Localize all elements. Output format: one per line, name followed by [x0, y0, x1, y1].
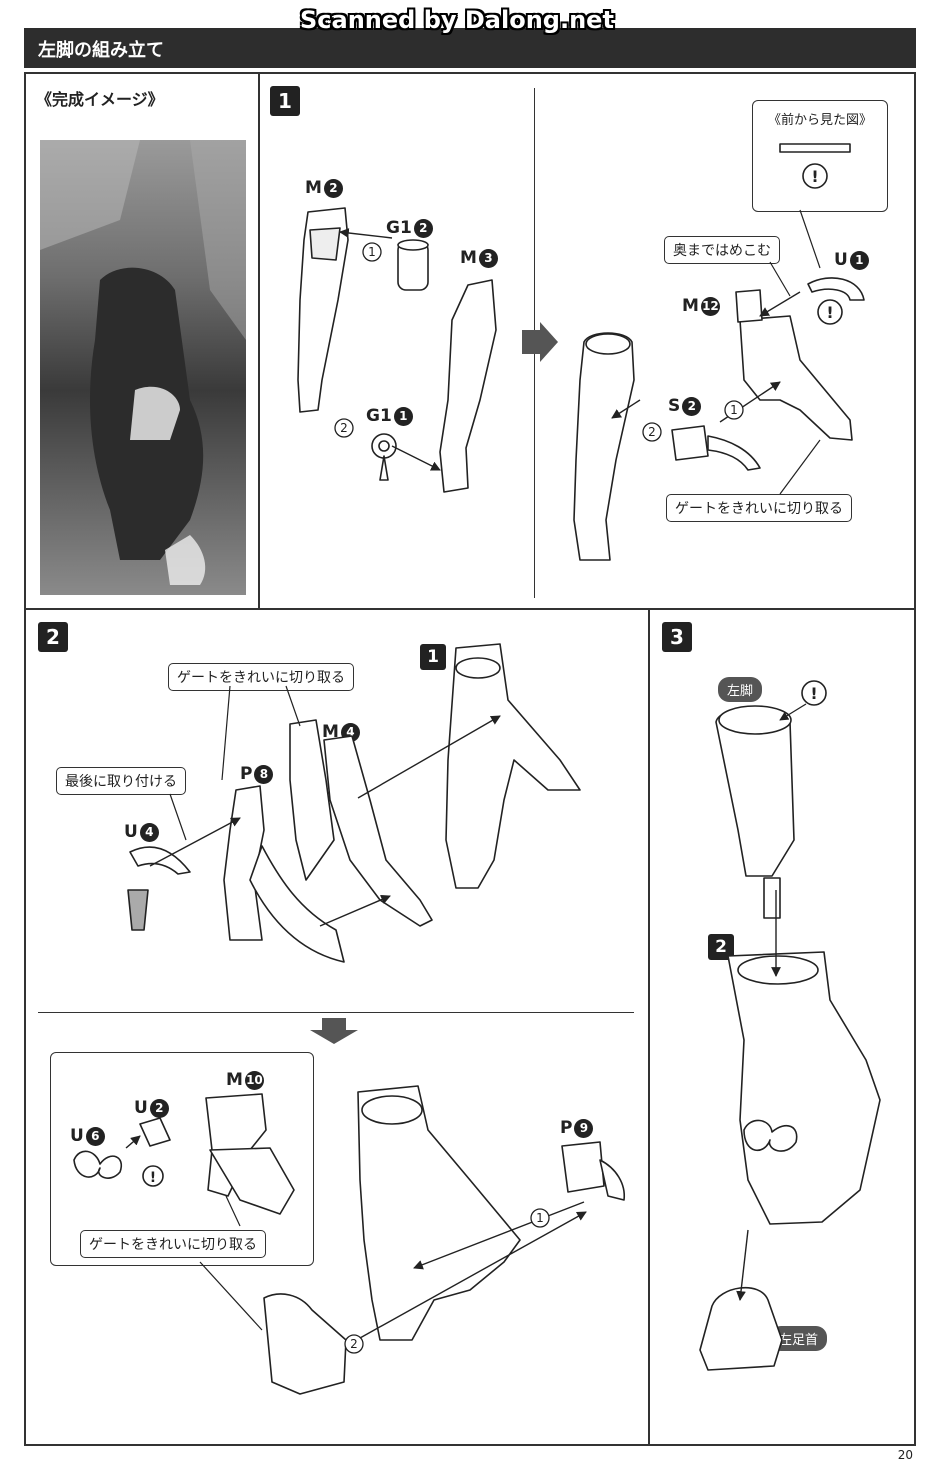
step3-panel [648, 608, 916, 1446]
scan-watermark: Scanned by Dalong.net [300, 6, 614, 34]
callout-cut-gate-3: ゲートをきれいに切り取る [80, 1230, 266, 1258]
step2-divider [38, 1012, 634, 1013]
step2-ref-step: 1 [420, 644, 446, 670]
callout-cut-gate-2: ゲートをきれいに切り取る [168, 663, 354, 691]
step1-divider [534, 88, 535, 598]
step3-number: 3 [662, 622, 692, 652]
left-leg-label: 左脚 [718, 677, 763, 702]
step2-number: 2 [38, 622, 68, 652]
leg-photo-icon [40, 140, 246, 585]
page-header: 左脚の組み立て [24, 28, 916, 68]
page-title: 左脚の組み立て [38, 40, 164, 61]
callout-push-in: 奥まではめこむ [664, 236, 780, 264]
preview-label: 《完成イメージ》 [36, 90, 164, 109]
sub-assembly-box [50, 1052, 314, 1266]
front-view-label: 《前から見た図》 [767, 113, 872, 128]
front-view-box: 《前から見た図》 [752, 100, 888, 212]
step3-ref-step: 2 [708, 934, 734, 960]
left-ankle-label: 左足首 [770, 1326, 828, 1351]
step1-number: 1 [270, 86, 300, 116]
page-number: 20 [897, 1448, 913, 1462]
callout-attach-last: 最後に取り付ける [56, 767, 186, 795]
preview-photo [40, 140, 246, 595]
callout-cut-gate-1: ゲートをきれいに切り取る [666, 494, 852, 522]
